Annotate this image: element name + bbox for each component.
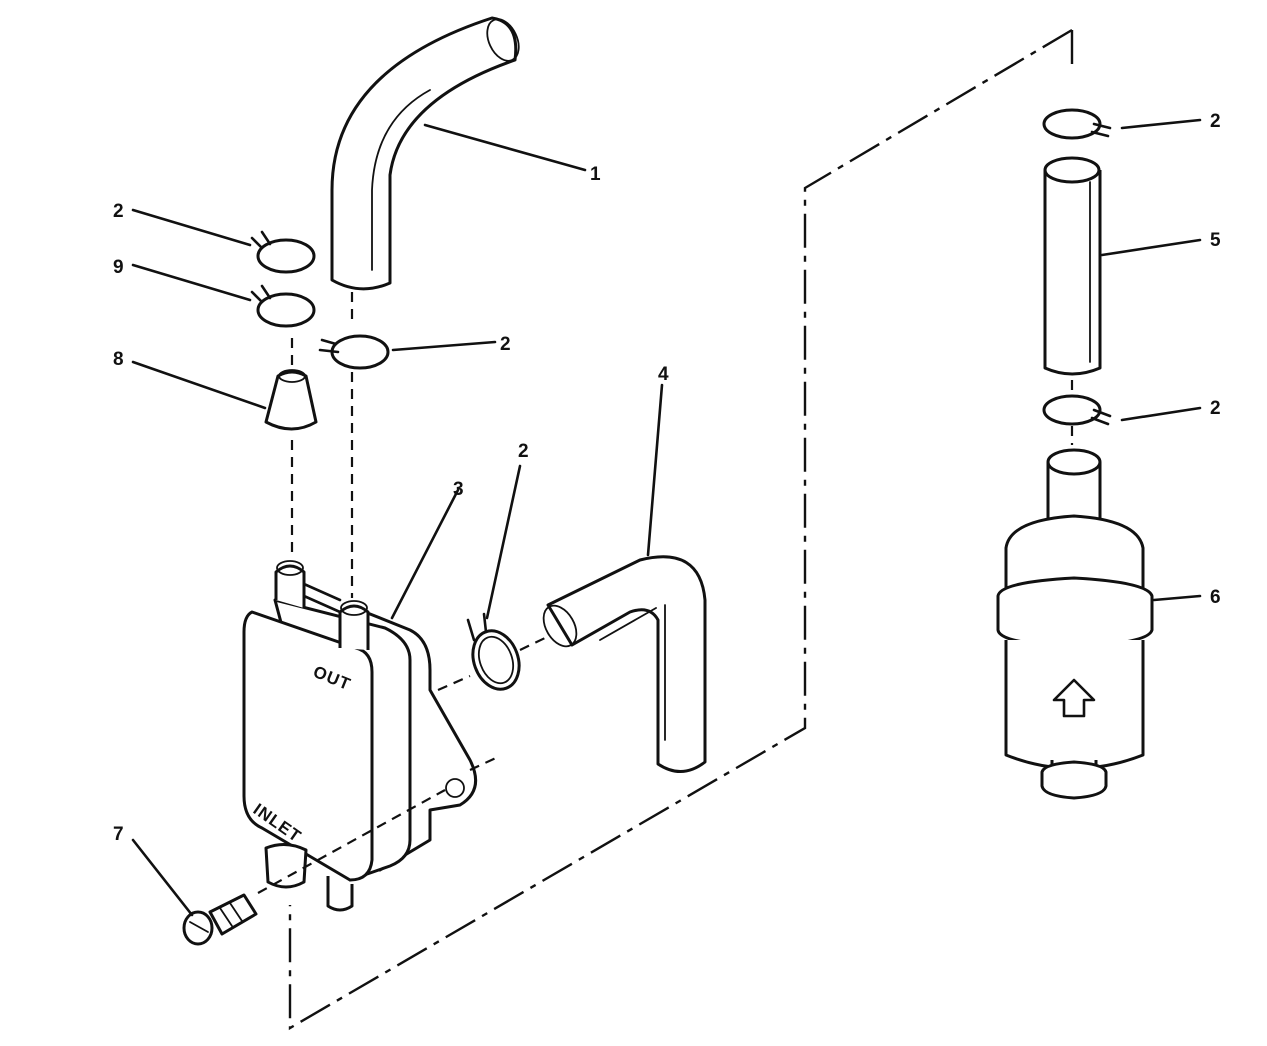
callout-4: 4 — [658, 364, 669, 385]
hose-clamp-part-2-elbow — [466, 612, 521, 691]
leader-line-5 — [1100, 238, 1202, 257]
callout-2-upper-left: 2 — [113, 201, 124, 222]
fuel-filter-housing-part-3: OUT INLET — [242, 560, 478, 912]
elbow-hose-part-4 — [542, 555, 707, 773]
leader-line-2d — [1120, 118, 1202, 130]
cap-part-8 — [264, 369, 318, 431]
callout-3: 3 — [453, 479, 464, 500]
callout-5: 5 — [1210, 230, 1221, 251]
callout-2-center: 2 — [500, 334, 511, 355]
leader-line-2a — [131, 208, 252, 247]
hose-clamp-part-2-upper — [250, 230, 316, 274]
curved-hose-part-1 — [330, 16, 520, 291]
leader-line-4 — [646, 383, 664, 557]
leader-line-8 — [131, 360, 267, 410]
leader-line-2c — [485, 464, 522, 620]
leader-line-3 — [390, 488, 460, 620]
leader-line-6 — [1152, 594, 1202, 602]
inline-fuel-filter-part-6 — [996, 448, 1154, 800]
callout-7: 7 — [113, 824, 124, 845]
callout-1: 1 — [590, 164, 601, 185]
clamp-part-9 — [250, 284, 316, 328]
callout-8: 8 — [113, 349, 124, 370]
alignment-line-flange-bottom — [469, 755, 501, 771]
alignment-line-elbow — [519, 637, 546, 651]
screw-part-7 — [182, 893, 258, 946]
hose-clamp-part-2-lower-right — [1042, 394, 1112, 426]
callout-9: 9 — [113, 257, 124, 278]
callout-2-elbow: 2 — [518, 441, 529, 462]
callout-2-lower-right: 2 — [1210, 398, 1221, 419]
leader-line-1 — [423, 123, 587, 172]
callout-2-top-right: 2 — [1210, 111, 1221, 132]
leader-line-2e — [1120, 406, 1202, 422]
assembly-boundary-line — [288, 28, 1074, 1031]
alignment-line-screw — [257, 789, 446, 894]
straight-tube-part-5 — [1043, 156, 1102, 376]
hose-clamp-part-2-top-right — [1042, 108, 1112, 140]
leader-line-2b — [391, 340, 497, 352]
leader-line-7 — [131, 838, 194, 917]
callout-6: 6 — [1210, 587, 1221, 608]
leader-line-9 — [131, 263, 252, 302]
hose-clamp-part-2-center — [318, 334, 390, 370]
alignment-line-flange-top — [437, 674, 471, 692]
